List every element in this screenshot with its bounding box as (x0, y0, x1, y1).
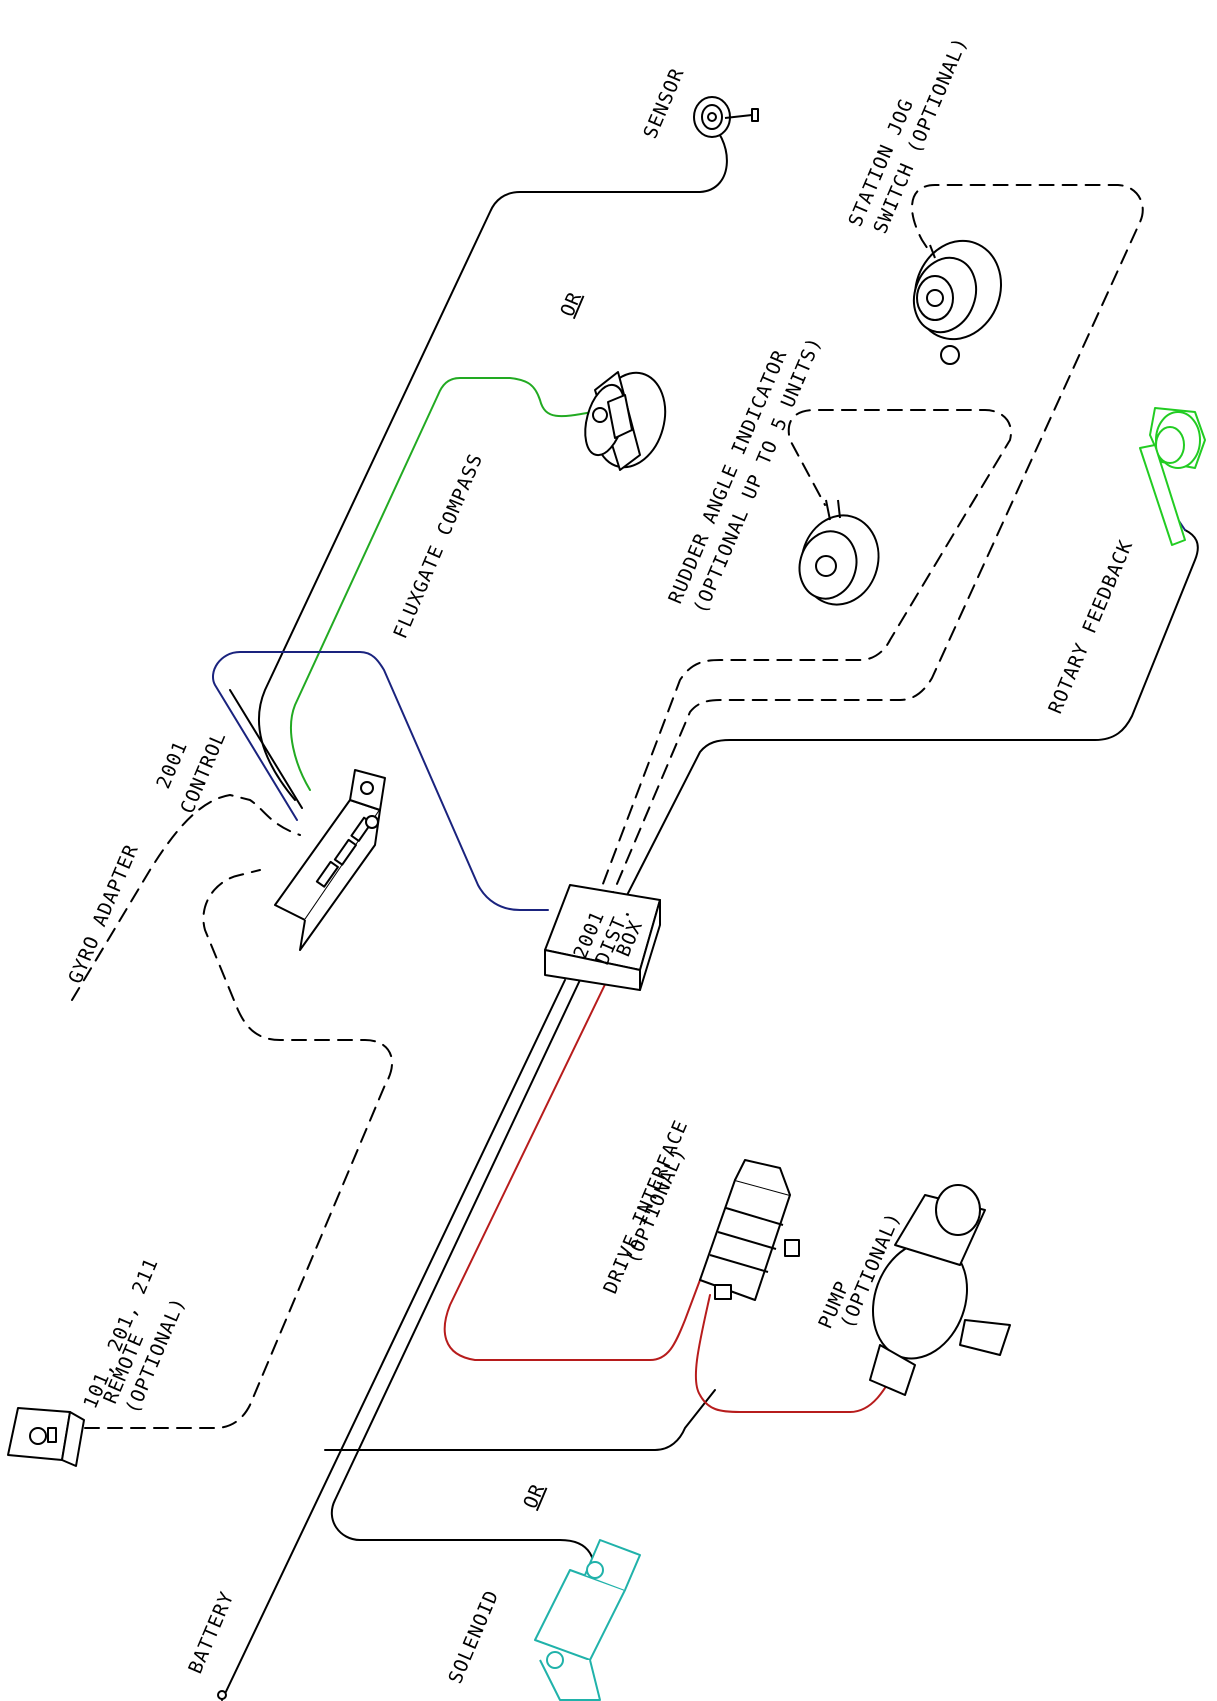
drive-interface-icon (699, 1159, 800, 1301)
jog-dashed-cable (607, 184, 1144, 906)
solenoid-icon (534, 1539, 641, 1701)
jog-switch-icon (912, 239, 1003, 365)
control-dist-cable (229, 689, 303, 809)
control-blue-cable (212, 651, 549, 911)
drive-red-cable (443, 969, 701, 1361)
sensor-cable (258, 117, 728, 801)
solenoid-label: SOLENOID (444, 1587, 503, 1687)
distribution-box-icon (544, 884, 661, 991)
gyro-adapter-label: GYRO ADAPTER (64, 841, 143, 987)
or-label-bottom: OR (519, 1480, 549, 1512)
battery-terminal (217, 1690, 227, 1700)
fluxgate-label: FLUXGATE COMPASS (389, 450, 487, 642)
rotary-feedback-cable (621, 529, 1199, 906)
compass-cable (289, 377, 593, 791)
remote-icon (7, 1407, 85, 1467)
or-label-top: OR (556, 288, 586, 320)
control-unit-icon (274, 769, 386, 951)
drive-black-cable (330, 979, 595, 1611)
rotary-feedback-icon (1139, 407, 1206, 546)
battery-cable (221, 979, 566, 1701)
battery-label: BATTERY (184, 1588, 238, 1677)
pump-red-cable (694, 1294, 906, 1413)
pump-icon (869, 1184, 1011, 1396)
compass-icon (584, 371, 667, 471)
sensor-label: SENSOR (639, 65, 688, 142)
rotary-feedback-label: ROTARY FEEDBACK (1044, 537, 1137, 717)
rudder-indicator-icon (798, 499, 880, 606)
solenoid-branch (324, 1389, 716, 1451)
control-label-2: CONTROL (176, 728, 230, 817)
gyro-dashed-cable (71, 794, 301, 1001)
remote-dashed-cable (84, 869, 394, 1429)
rudder-dashed-cable (594, 409, 1012, 906)
sensor-icon (693, 96, 759, 138)
